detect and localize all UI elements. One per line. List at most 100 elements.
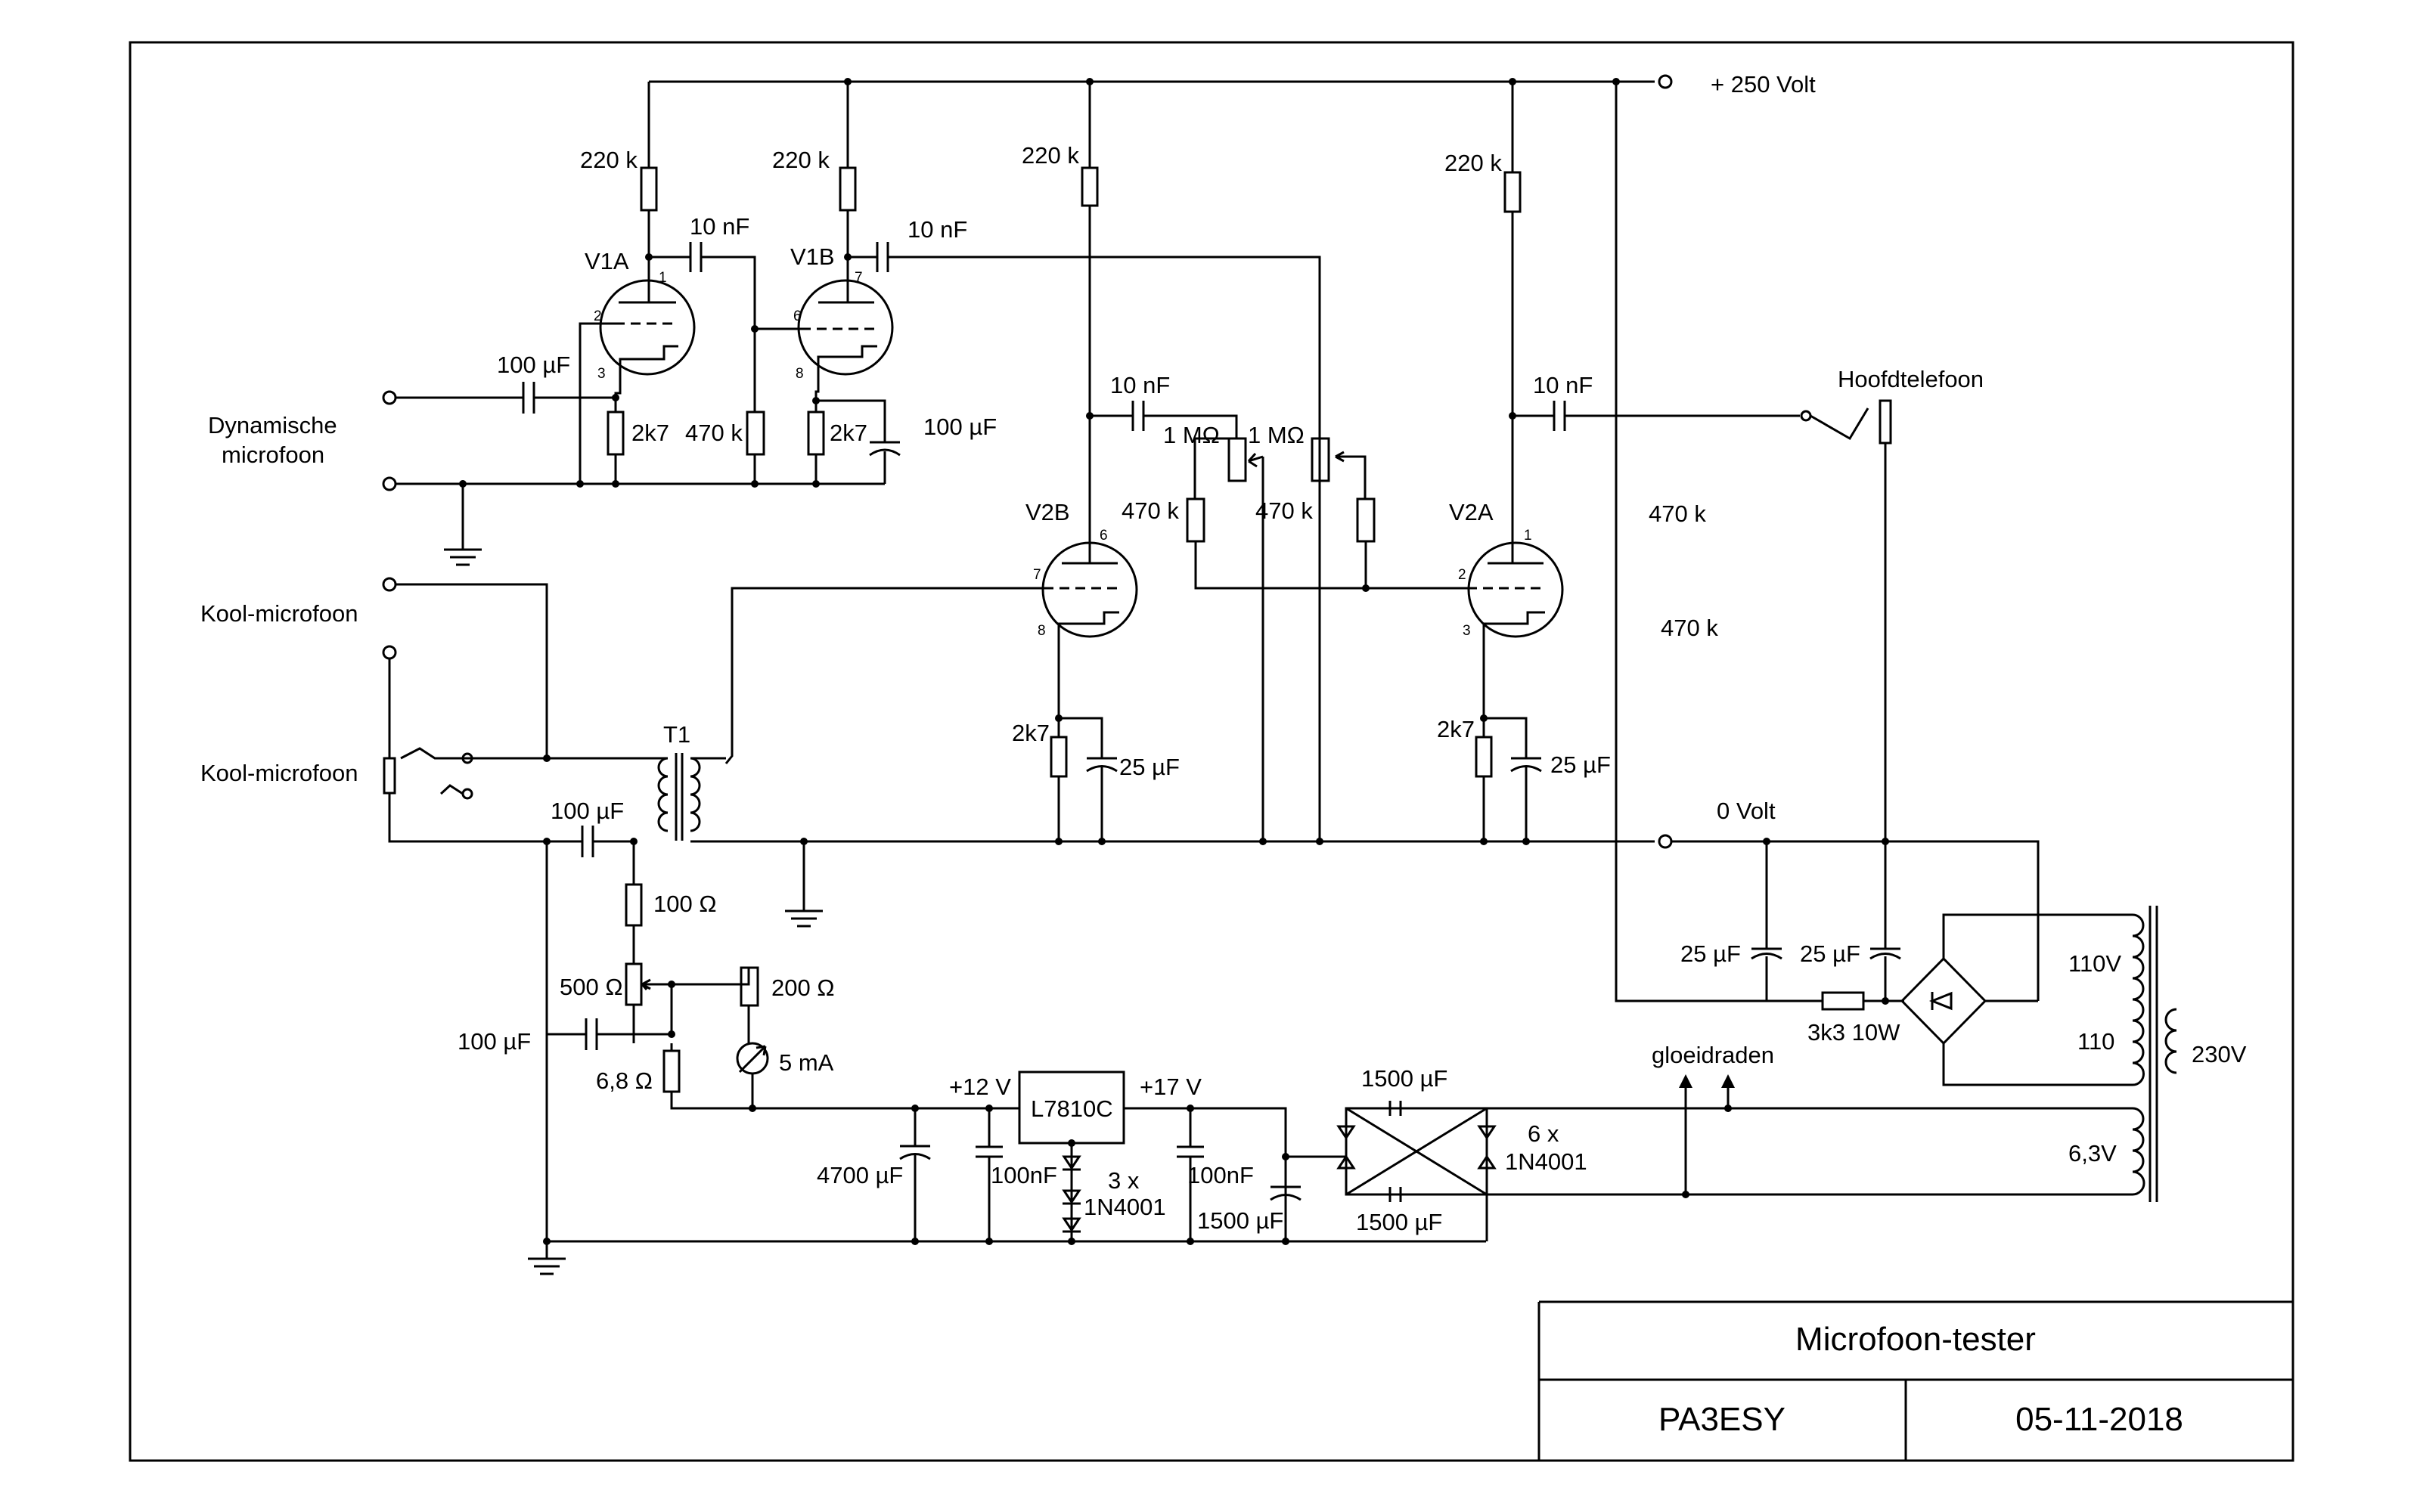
- resistor-3k3-10w: [1821, 991, 1865, 1011]
- resistor-220k-v1a: [640, 166, 658, 212]
- label-1mohm-a: 1 MΩ: [1163, 422, 1220, 448]
- label-3x-1: 3 x: [1108, 1167, 1140, 1194]
- cap-4700uf: [899, 1145, 931, 1160]
- label-100uf-2: 100 µF: [923, 414, 997, 440]
- cap-25uf-ht-1: [1751, 841, 1782, 1001]
- label-220k-2: 220 k: [772, 147, 830, 173]
- label-470k-2: 470 k: [1122, 497, 1179, 524]
- drawing-border: [129, 41, 2294, 1462]
- bridge-rectifier: [1900, 956, 1987, 1046]
- b-plus-terminal: [1658, 74, 1673, 89]
- svg-text:8: 8: [796, 366, 804, 382]
- carbon-mic-jack: [383, 757, 396, 795]
- tube-pin-labels: 1 2 3 6 7 8 6 7 8 1 2 3: [594, 270, 1532, 639]
- resistor-220k-v1b: [839, 166, 857, 212]
- drawing-title: Microfoon-tester: [1795, 1321, 2036, 1358]
- label-100uf-4: 100 µF: [458, 1028, 531, 1055]
- b-plus-label: + 250 Volt: [1711, 71, 1816, 98]
- cap-100uf-meter: [581, 826, 594, 857]
- svg-text:2: 2: [594, 308, 602, 324]
- svg-text:1: 1: [659, 270, 667, 286]
- drawing-author: PA3ESY: [1658, 1401, 1786, 1438]
- pot-1mohm-a: [1227, 437, 1247, 482]
- label-1500uf-3: 1500 µF: [1356, 1209, 1442, 1235]
- svg-text:6: 6: [793, 308, 802, 324]
- label-plus12v: +12 V: [949, 1074, 1011, 1100]
- label-6x-1: 6 x: [1528, 1120, 1559, 1147]
- cap-10nf-v2a: [1553, 401, 1566, 431]
- label-10nf-4: 10 nF: [1533, 372, 1593, 398]
- zero-volt-label: 0 Volt: [1717, 798, 1776, 824]
- label-110v: 110V: [2068, 950, 2121, 977]
- label-500ohm: 500 Ω: [560, 974, 623, 1000]
- resistor-470k-1: [746, 411, 765, 456]
- label-230v: 230V: [2192, 1041, 2247, 1067]
- label-10nf-3: 10 nF: [1110, 372, 1170, 398]
- label-100ohm: 100 Ω: [653, 891, 717, 917]
- label-100nf-1: 100nF: [991, 1162, 1057, 1188]
- label-220k-1: 220 k: [580, 147, 638, 173]
- cap-25uf-v2b: [1086, 757, 1118, 773]
- label-v1a: V1A: [585, 248, 629, 274]
- cap-100uf-input: [522, 382, 535, 414]
- tube-v1b: [797, 257, 894, 376]
- label-1mohm-b: 1 MΩ: [1248, 422, 1305, 448]
- ground-symbol-2: [785, 841, 823, 928]
- label-470k-4: 470 k: [1649, 500, 1706, 527]
- resistor-2k7-v2b: [1050, 736, 1068, 778]
- cap-1500uf-2: [1376, 1101, 1437, 1116]
- svg-text:1: 1: [1524, 528, 1532, 544]
- label-3x-2: 1N4001: [1084, 1194, 1166, 1220]
- svg-text:7: 7: [1033, 567, 1041, 583]
- label-2k7-4: 2k7: [1437, 716, 1475, 742]
- label-v1b: V1B: [790, 243, 835, 270]
- tube-v2a: [1467, 541, 1564, 638]
- ground-symbol-1: [444, 484, 482, 566]
- title-block: Microfoon-tester PA3ESY 05-11-2018: [1658, 1321, 2183, 1438]
- cap-100uf-cathode: [869, 441, 901, 457]
- label-110: 110: [2077, 1028, 2114, 1055]
- label-100uf-3: 100 µF: [551, 798, 624, 824]
- label-4700uf: 4700 µF: [817, 1162, 903, 1188]
- cap-1500uf-1: [1270, 1185, 1302, 1201]
- resistor-220k-v2b: [1081, 166, 1099, 207]
- label-220k-3: 220 k: [1022, 142, 1079, 169]
- tube-v2b: [1041, 541, 1138, 638]
- tube-v1a: [599, 257, 696, 376]
- label-carbon-mic-a: Kool-microfoon: [200, 600, 358, 627]
- cap-100nf-1: [976, 1108, 1003, 1241]
- svg-text:3: 3: [1463, 623, 1471, 639]
- label-10nf-1: 10 nF: [690, 213, 749, 240]
- resistor-470k-3: [1356, 497, 1376, 543]
- diode-1: [1062, 1155, 1081, 1171]
- resistor-100ohm: [625, 883, 643, 927]
- label-dynamic-mic-2: microfoon: [222, 442, 324, 468]
- resistor-2k7-v1b: [807, 411, 825, 456]
- label-25uf-2: 25 µF: [1550, 751, 1611, 778]
- label-6x-2: 1N4001: [1505, 1148, 1587, 1175]
- cap-100uf-lower: [585, 1018, 598, 1050]
- svg-text:8: 8: [1038, 623, 1046, 639]
- label-25uf-3: 25 µF: [1680, 940, 1741, 967]
- label-470k-5: 470 k: [1661, 615, 1718, 641]
- resistor-220k-v2a: [1503, 171, 1522, 213]
- pot-1mohm-b: [1311, 437, 1330, 482]
- svg-text:2: 2: [1458, 567, 1466, 583]
- resistor-470k-2: [1186, 497, 1205, 543]
- label-5ma: 5 mA: [779, 1049, 834, 1076]
- label-1500uf-2: 1500 µF: [1361, 1065, 1447, 1092]
- headphone-jack: [1879, 399, 1892, 445]
- diode-2: [1062, 1189, 1081, 1205]
- label-6-8ohm: 6,8 Ω: [596, 1067, 653, 1094]
- schematic-labels: + 250 Volt 0 Volt 220 k 220 k 220 k 220 …: [200, 71, 2247, 1235]
- cap-10nf-v2b: [1131, 401, 1145, 431]
- label-3k3: 3k3 10W: [1807, 1019, 1900, 1046]
- label-heaters: gloeidraden: [1652, 1042, 1774, 1068]
- cap-10nf-v1a: [689, 242, 703, 272]
- diode-3: [1062, 1217, 1081, 1233]
- label-100uf-input: 100 µF: [497, 352, 570, 378]
- label-carbon-mic-b: Kool-microfoon: [200, 760, 358, 786]
- svg-text:3: 3: [597, 366, 606, 382]
- label-v2a: V2A: [1449, 499, 1494, 525]
